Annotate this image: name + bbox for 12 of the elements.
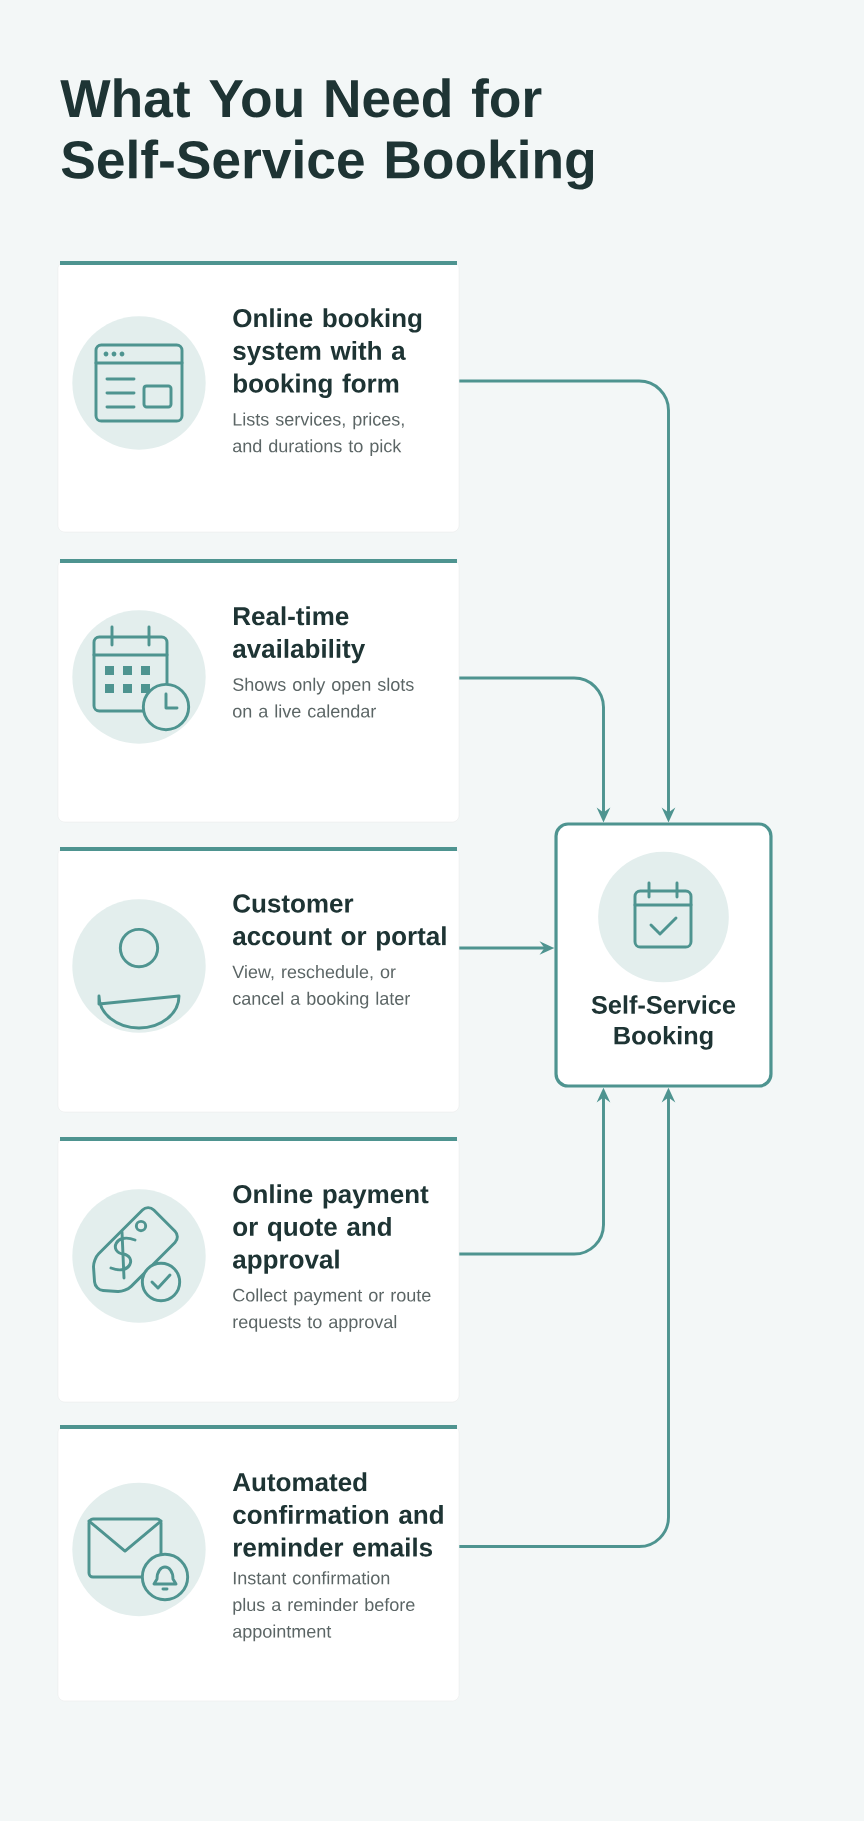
card-heading: Real-time availability (233, 606, 366, 664)
card-description: Collect payment or route requests to approval (233, 1288, 431, 1332)
target-label: Self-Service Booking (591, 995, 736, 1050)
card-description: Shows only open slots on a live calendar (233, 677, 414, 718)
title: What You Need for Self-Service Booking (60, 78, 594, 190)
card-heading: Automated confirmation and reminder emails (232, 1472, 443, 1557)
card-heading: Customer account or portal (233, 894, 446, 951)
card-heading: Online booking system with a booking form (233, 308, 422, 398)
card-heading: Online payment or quote and approval (233, 1184, 429, 1274)
card-description: Lists services, prices, and durations to pick (233, 412, 404, 456)
card-description: View, reschedule, or cancel a booking later (232, 965, 410, 1009)
card-description: Instant confirmation plus a reminder before appointment (233, 1571, 415, 1642)
